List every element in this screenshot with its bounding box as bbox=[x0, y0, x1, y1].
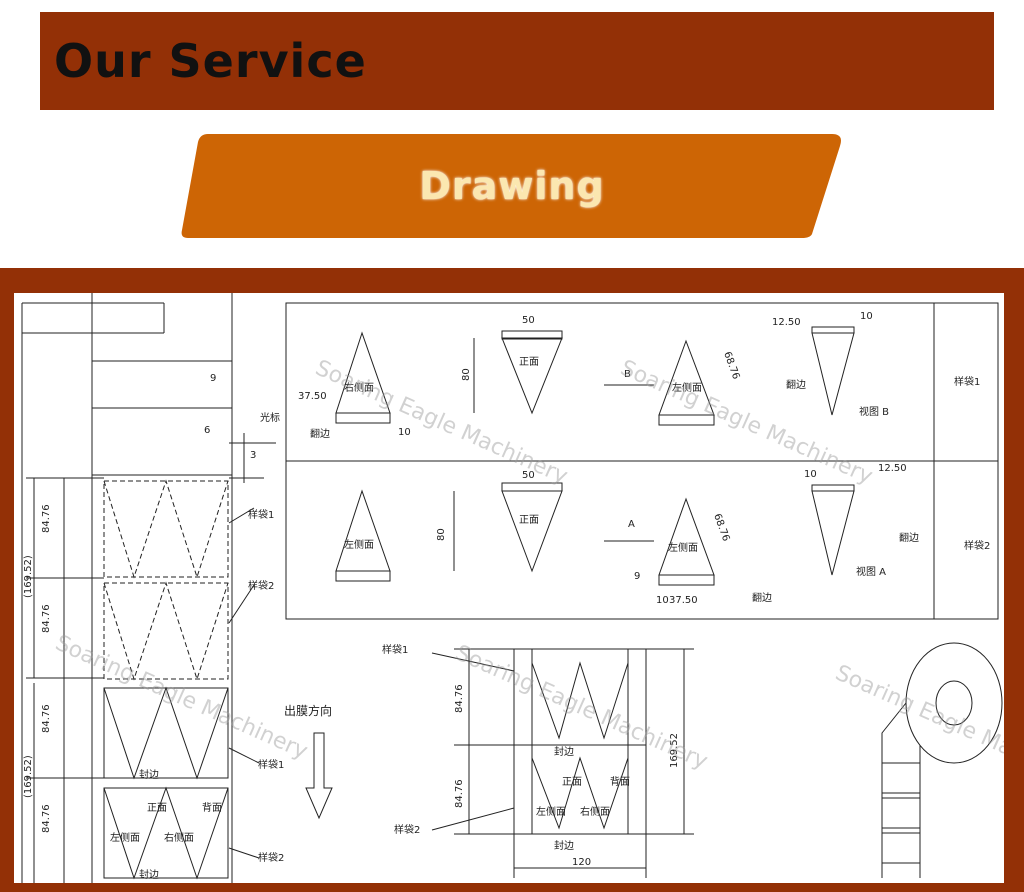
views-table bbox=[285, 302, 999, 620]
seal-edge-label-b: 封边 bbox=[139, 868, 159, 881]
sample2-label-d: 样袋2 bbox=[394, 823, 420, 836]
dim-8476-d: 84.76 bbox=[41, 804, 52, 833]
dim-120: 120 bbox=[572, 857, 591, 868]
header-banner: Our Service bbox=[40, 12, 994, 110]
film-direction-arrow bbox=[305, 732, 333, 820]
dim-10-b: 10 bbox=[804, 469, 817, 480]
watermark-d: Soaring Eagle Machinery bbox=[452, 641, 712, 775]
arrow-b-label: B bbox=[624, 369, 631, 380]
view-a-label: 视图 A bbox=[856, 565, 886, 578]
flip-edge-label-c: 翻边 bbox=[899, 532, 919, 544]
dim-16952-c: 169.52 bbox=[669, 733, 680, 768]
left-side-label-c: 左侧面 bbox=[344, 538, 374, 551]
left-strip-labels: 84.76 84.76 84.76 84.76 (169.52) (169.52… bbox=[23, 411, 284, 881]
dim-10-a: 10 bbox=[860, 311, 873, 322]
front-label-a: 正面 bbox=[147, 803, 167, 814]
page-title: Our Service bbox=[54, 34, 367, 88]
dim-50-b: 50 bbox=[522, 470, 535, 481]
front-label-b: 正面 bbox=[519, 357, 539, 368]
back-label-a: 背面 bbox=[202, 801, 222, 814]
dim-8476-b: 84.76 bbox=[41, 604, 52, 633]
dim-16952-a: (169.52) bbox=[23, 555, 34, 598]
dim-80-a: 80 bbox=[461, 368, 472, 381]
left-side-label-b: 左侧面 bbox=[672, 381, 702, 394]
sample2-label-b: 样袋2 bbox=[258, 851, 284, 864]
sample2-label-a: 样袋2 bbox=[248, 579, 274, 592]
watermark-c: Soaring Eagle Machinery bbox=[52, 631, 312, 765]
back-label-b: 背面 bbox=[610, 775, 630, 788]
sample2-label-c: 样袋2 bbox=[964, 539, 990, 552]
dim-16952-b: (169.52) bbox=[23, 755, 34, 798]
dim-8476-e: 84.76 bbox=[454, 684, 465, 713]
arrow-a-label: A bbox=[628, 519, 635, 530]
dim-6876-a: 68.76 bbox=[721, 350, 741, 381]
right-side-label-b: 右侧面 bbox=[344, 381, 374, 394]
dim-6: 6 bbox=[204, 425, 210, 436]
dim-80-b: 80 bbox=[436, 528, 447, 541]
dim-50-a: 50 bbox=[522, 315, 535, 326]
view-b-label: 视图 B bbox=[859, 405, 889, 418]
dim-9-a: 9 bbox=[210, 373, 216, 384]
bag-strip-labels: 84.76 84.76 169.52 120 样袋1 样袋2 正面 左侧面 右侧… bbox=[382, 643, 680, 868]
dim-10-c: 10 bbox=[398, 427, 411, 438]
film-roll bbox=[881, 642, 1003, 878]
seal-edge-label-c: 封边 bbox=[554, 745, 574, 758]
dim-1250-b: 12.50 bbox=[878, 463, 907, 474]
seal-edge-label-d: 封边 bbox=[554, 839, 574, 852]
pill-shape bbox=[181, 134, 842, 238]
seal-edge-label-a: 封边 bbox=[139, 768, 159, 781]
flip-edge-label-d: 翻边 bbox=[752, 592, 772, 604]
dim-1250-a: 12.50 bbox=[772, 317, 801, 328]
drawing-sheet: 84.76 84.76 84.76 84.76 (169.52) (169.52… bbox=[14, 293, 1024, 883]
watermark-e: Soaring Eagle Machinery bbox=[832, 661, 1004, 795]
section-label: Drawing bbox=[419, 163, 605, 208]
technical-drawing: 84.76 84.76 84.76 84.76 (169.52) (169.52… bbox=[21, 293, 1024, 883]
section-pill: Drawing bbox=[180, 130, 844, 241]
dim-10-d: 10 bbox=[656, 595, 669, 606]
views-labels: 50 50 80 80 68.76 68.76 12.50 12.50 10 1… bbox=[210, 311, 990, 606]
front-label-c: 正面 bbox=[519, 515, 539, 526]
dim-8476-f: 84.76 bbox=[454, 779, 465, 808]
film-direction-label: 出膜方向 bbox=[284, 703, 332, 718]
left-side-label-d: 左侧面 bbox=[668, 541, 698, 554]
flip-edge-label-b: 翻边 bbox=[786, 379, 806, 391]
dim-3750-b: 37.50 bbox=[669, 595, 698, 606]
left-side-label-a: 左侧面 bbox=[110, 831, 140, 844]
dim-8476-c: 84.76 bbox=[41, 704, 52, 733]
front-label-d: 正面 bbox=[562, 777, 582, 788]
sample1-label-c: 样袋1 bbox=[954, 375, 980, 388]
dim-3750-a: 37.50 bbox=[298, 391, 327, 402]
cursor-label: 光标 bbox=[260, 411, 280, 424]
left-strip-diagram bbox=[21, 293, 276, 883]
right-side-label-e: 右侧面 bbox=[580, 805, 610, 818]
flip-edge-label-a: 翻边 bbox=[310, 428, 330, 440]
left-side-label-e: 左侧面 bbox=[536, 805, 566, 818]
dim-3: 3 bbox=[250, 450, 256, 461]
dim-9-b: 9 bbox=[634, 571, 640, 582]
sample1-label-d: 样袋1 bbox=[382, 643, 408, 656]
sample1-label-a: 样袋1 bbox=[248, 508, 274, 521]
sample1-label-b: 样袋1 bbox=[258, 758, 284, 771]
dim-8476-a: 84.76 bbox=[41, 504, 52, 533]
right-side-label-a: 右侧面 bbox=[164, 831, 194, 844]
watermark-b: Soaring Eagle Machinery bbox=[617, 356, 877, 490]
bag-strip-detail bbox=[431, 648, 694, 878]
dim-6876-b: 68.76 bbox=[711, 512, 731, 543]
